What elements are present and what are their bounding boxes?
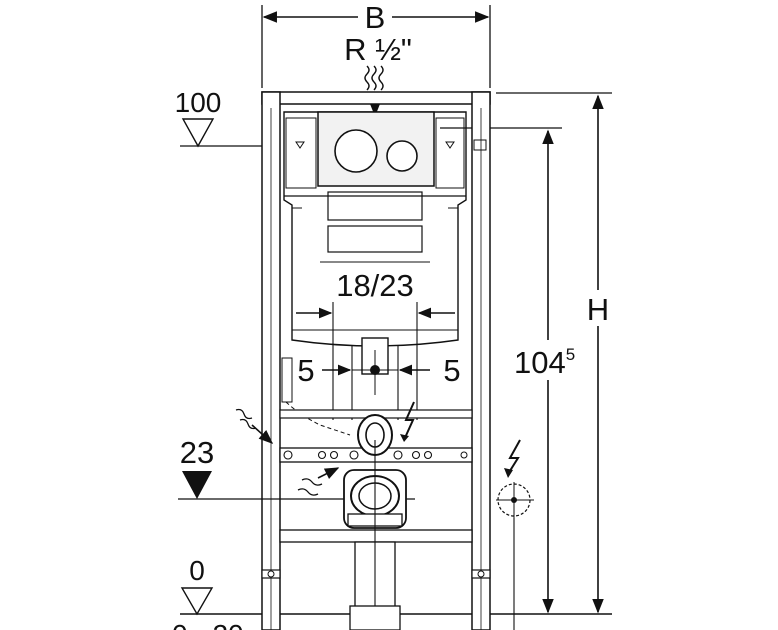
height-label: H <box>587 292 609 327</box>
socket-icon <box>496 439 534 630</box>
width-dimension: B <box>261 0 491 88</box>
spacing-label: 18/23 <box>336 268 414 303</box>
level-marker-100: 100 <box>175 87 262 148</box>
level-0-label: 0 <box>189 555 205 586</box>
flush-plate <box>317 111 435 187</box>
waste-water-icon <box>297 467 340 496</box>
frame-height-dimension: 1045 <box>440 127 590 614</box>
water-supply-icon <box>364 65 384 91</box>
offset-right-label: 5 <box>443 353 460 388</box>
mounting-section: 5 5 <box>279 337 473 463</box>
flush-button-large-icon <box>334 129 378 173</box>
flush-button-small-icon <box>386 140 418 172</box>
width-label: B <box>365 0 386 35</box>
level-bottom-label: 0 - 20 <box>172 619 244 630</box>
water-inlet-arrow <box>235 408 274 444</box>
electric-bolt-icon <box>400 401 415 442</box>
waste-pipe <box>297 440 407 630</box>
offset-left-label: 5 <box>297 353 314 388</box>
level-100-label: 100 <box>175 87 222 118</box>
frame-height-label: 1045 <box>514 345 575 380</box>
height-dimension: H <box>496 92 614 614</box>
level-23-label: 23 <box>180 435 214 470</box>
connection-label: R ½" <box>344 32 412 67</box>
level-marker-0: 0 <box>180 555 214 616</box>
level-marker-23: 23 <box>178 435 415 500</box>
installation-frame <box>261 91 491 630</box>
bolt-spacing-dimension: 18/23 <box>296 268 455 420</box>
